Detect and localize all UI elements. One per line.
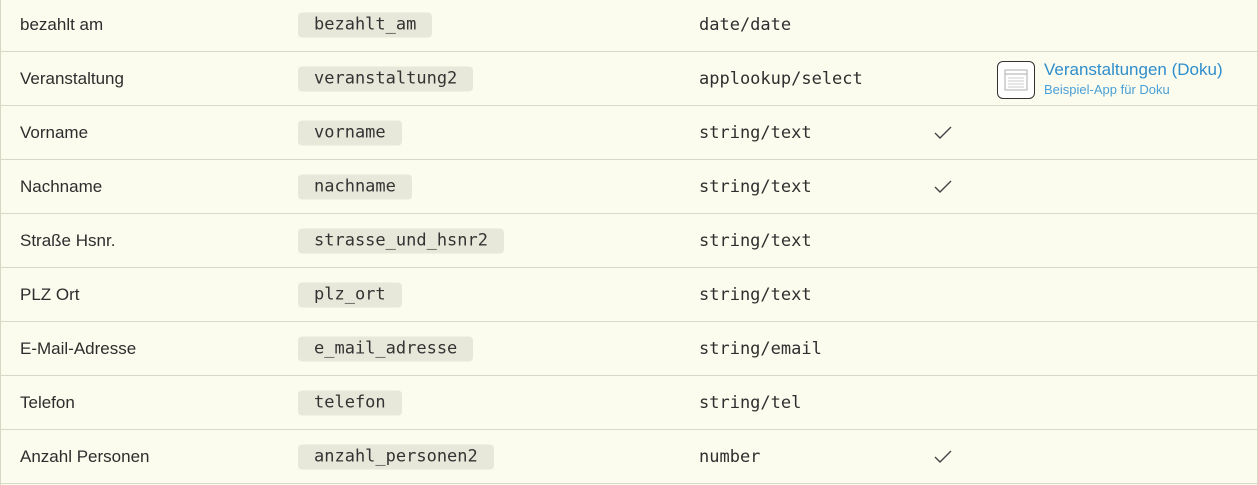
table-row: Telefon telefon string/tel bbox=[1, 376, 1257, 430]
checkmark-icon bbox=[934, 126, 952, 139]
field-label: Vorname bbox=[20, 122, 89, 142]
field-type: string/tel bbox=[699, 392, 802, 413]
field-type: number bbox=[699, 446, 761, 467]
field-label: Anzahl Personen bbox=[20, 446, 150, 466]
linked-app-subtitle: Beispiel-App für Doku bbox=[1044, 82, 1170, 97]
field-identifier: telefon bbox=[298, 390, 402, 415]
table-row: Nachname nachname string/text bbox=[1, 160, 1257, 214]
table-row: Straße Hsnr. strasse_und_hsnr2 string/te… bbox=[1, 214, 1257, 268]
field-type: string/email bbox=[699, 338, 822, 359]
field-label: E-Mail-Adresse bbox=[20, 338, 137, 358]
app-window-icon bbox=[997, 61, 1035, 99]
table-row: Anzahl Personen anzahl_personen2 number bbox=[1, 430, 1257, 484]
field-identifier: vorname bbox=[298, 120, 402, 145]
field-label: bezahlt am bbox=[20, 15, 104, 34]
field-identifier: anzahl_personen2 bbox=[298, 444, 494, 469]
checkmark-icon bbox=[934, 450, 952, 463]
field-identifier: veranstaltung2 bbox=[298, 66, 474, 91]
table-row: PLZ Ort plz_ort string/text bbox=[1, 268, 1257, 322]
field-type: string/text bbox=[699, 284, 812, 305]
field-type: string/text bbox=[699, 122, 812, 143]
field-type: string/text bbox=[699, 176, 812, 197]
table-row: bezahlt am bezahlt_am date/date bbox=[1, 0, 1257, 52]
field-identifier: strasse_und_hsnr2 bbox=[298, 228, 504, 253]
checkmark-icon bbox=[934, 180, 952, 193]
field-type: applookup/select bbox=[699, 68, 863, 89]
field-identifier: bezahlt_am bbox=[298, 12, 433, 38]
field-label: Telefon bbox=[20, 392, 75, 412]
field-type: date/date bbox=[699, 15, 792, 35]
table-row: Veranstaltung veranstaltung2 applookup/s… bbox=[1, 52, 1257, 106]
linked-app-link[interactable]: Veranstaltungen (Doku) Beispiel-App für … bbox=[997, 60, 1247, 99]
field-identifier: nachname bbox=[298, 174, 412, 199]
field-label: Straße Hsnr. bbox=[20, 230, 116, 250]
field-label: Nachname bbox=[20, 176, 103, 196]
field-identifier: e_mail_adresse bbox=[298, 336, 474, 361]
linked-app-title[interactable]: Veranstaltungen (Doku) bbox=[1044, 60, 1223, 79]
field-type: string/text bbox=[699, 230, 812, 251]
field-label: PLZ Ort bbox=[20, 284, 80, 304]
field-identifier: plz_ort bbox=[298, 282, 402, 307]
field-label: Veranstaltung bbox=[20, 68, 124, 88]
table-row: E-Mail-Adresse e_mail_adresse string/ema… bbox=[1, 322, 1257, 376]
table-row: Vorname vorname string/text bbox=[1, 106, 1257, 160]
